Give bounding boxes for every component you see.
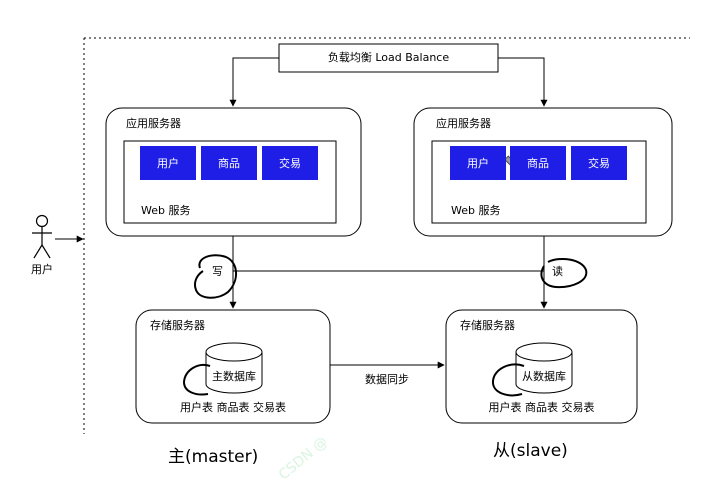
- slave-database-icon: [515, 342, 573, 394]
- write-label: 写: [212, 265, 223, 278]
- slave-db-label: 从数据库: [522, 370, 566, 383]
- data-sync-label: 数据同步: [365, 373, 409, 386]
- user-label: 用户: [31, 263, 53, 276]
- module-trade-left: 交易: [262, 146, 318, 180]
- module-trade-right: 交易: [571, 146, 627, 180]
- web-service-right-label: Web 服务: [451, 204, 501, 217]
- module-product-right: 商品: [510, 146, 566, 180]
- system-boundary: [83, 37, 690, 434]
- lb-to-right-app-connector: [498, 57, 548, 107]
- master-caption: 主(master): [168, 447, 259, 467]
- master-database-icon: [205, 342, 263, 394]
- user-actor-icon: [32, 214, 52, 259]
- load-balancer-label: 负载均衡 Load Balance: [327, 51, 450, 64]
- lb-to-left-app-connector: [229, 57, 279, 107]
- module-user-right: 用户: [450, 146, 506, 180]
- app-server-left-title: 应用服务器: [126, 117, 181, 130]
- master-db-label: 主数据库: [212, 370, 256, 383]
- slave-caption: 从(slave): [493, 441, 568, 461]
- storage-server-right-title: 存储服务器: [460, 319, 515, 332]
- storage-server-left-title: 存储服务器: [150, 319, 205, 332]
- load-balancer-box: [278, 43, 499, 73]
- app-server-right-title: 应用服务器: [436, 117, 491, 130]
- watermark: CSDN @: [276, 434, 331, 480]
- master-db-scribble: [182, 364, 211, 396]
- module-product-left: 商品: [201, 146, 257, 180]
- master-tables-label: 用户表 商品表 交易表: [180, 401, 286, 414]
- write-scribble: [193, 254, 237, 299]
- read-scribble: [540, 257, 588, 289]
- module-user-left: 用户: [140, 146, 196, 180]
- slave-db-scribble: [492, 363, 525, 397]
- slave-tables-label: 用户表 商品表 交易表: [488, 401, 595, 414]
- read-label: 读: [552, 265, 563, 278]
- web-service-left-label: Web 服务: [141, 204, 191, 217]
